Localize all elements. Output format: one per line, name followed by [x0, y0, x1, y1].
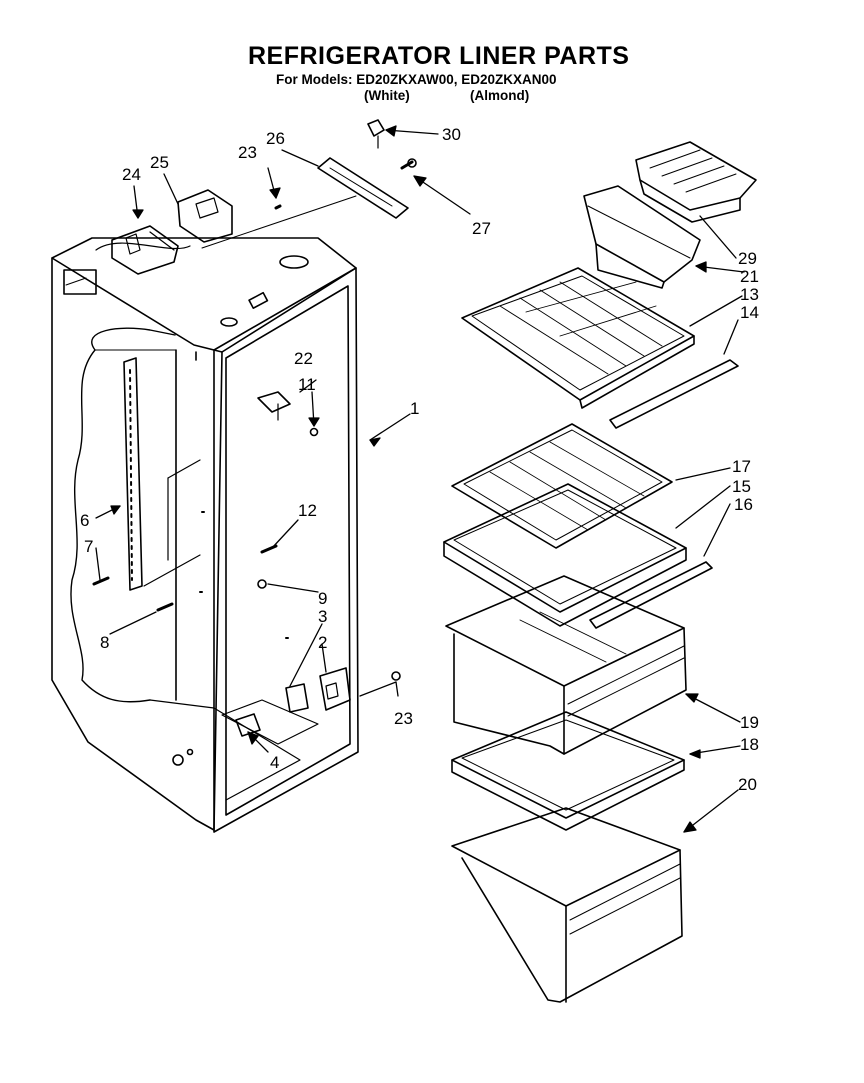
drawer-20 [451, 807, 683, 1003]
callout-21: 21 [740, 267, 759, 286]
callout-23-top: 23 [238, 143, 257, 162]
callout-8: 8 [100, 633, 109, 652]
shelf-trim-14 [609, 359, 739, 429]
bucket [583, 185, 701, 289]
callout-2: 2 [318, 633, 327, 652]
diagram-header: REFRIGERATOR LINER PARTS For Models: ED2… [0, 0, 864, 110]
control-bracket [177, 189, 233, 243]
light-socket-30 [367, 119, 385, 149]
callout-22: 22 [294, 349, 313, 368]
callout-27: 27 [472, 219, 491, 238]
screw-7 [92, 576, 110, 586]
screw-23-lower [391, 671, 401, 681]
callout-labels: 1 2 3 4 6 7 8 9 11 12 13 14 15 16 17 18 … [80, 125, 759, 794]
screw-9 [257, 579, 267, 589]
callout-25: 25 [150, 153, 169, 172]
callout-6: 6 [80, 511, 89, 530]
color-white-label: (White) [364, 88, 410, 103]
callout-1: 1 [410, 399, 419, 418]
callout-19: 19 [740, 713, 759, 732]
top-rail [317, 157, 409, 219]
callout-13: 13 [740, 285, 759, 304]
callout-14: 14 [740, 303, 759, 322]
callout-4: 4 [270, 753, 279, 772]
control-housing [111, 225, 179, 275]
hinge-parts [285, 667, 351, 713]
callout-7: 7 [84, 537, 93, 556]
callout-30: 30 [442, 125, 461, 144]
bracket-22 [257, 391, 291, 421]
callout-9: 9 [318, 589, 327, 608]
callout-15: 15 [732, 477, 751, 496]
crisper-cover-18 [451, 711, 685, 831]
part-4 [235, 713, 261, 737]
callout-26: 26 [266, 129, 285, 148]
leader-lines [95, 125, 745, 833]
callout-20: 20 [738, 775, 757, 794]
crisper-drawer-19 [445, 575, 687, 755]
shelf-frame-15 [443, 483, 687, 627]
screw-8 [156, 602, 174, 612]
callout-12: 12 [298, 501, 317, 520]
callout-3: 3 [318, 607, 327, 626]
callout-23-bottom: 23 [394, 709, 413, 728]
shelf-trim-16 [589, 561, 713, 629]
page-title: REFRIGERATOR LINER PARTS [248, 42, 630, 70]
ice-tray [635, 141, 757, 223]
glass-shelf-17 [451, 423, 673, 549]
wire-shelf-13 [461, 267, 695, 409]
liner-cabinet [51, 237, 359, 833]
screw-11 [309, 427, 319, 437]
callout-17: 17 [732, 457, 751, 476]
callout-24: 24 [122, 165, 141, 184]
screw-27 [400, 158, 417, 170]
color-almond-label: (Almond) [470, 88, 530, 103]
shelf-rail [123, 357, 201, 591]
callout-16: 16 [734, 495, 753, 514]
callout-18: 18 [740, 735, 759, 754]
callout-11: 11 [298, 375, 316, 394]
callout-29: 29 [738, 249, 757, 268]
model-numbers: For Models: ED20ZKXAW00, ED20ZKXAN00 [276, 72, 557, 87]
